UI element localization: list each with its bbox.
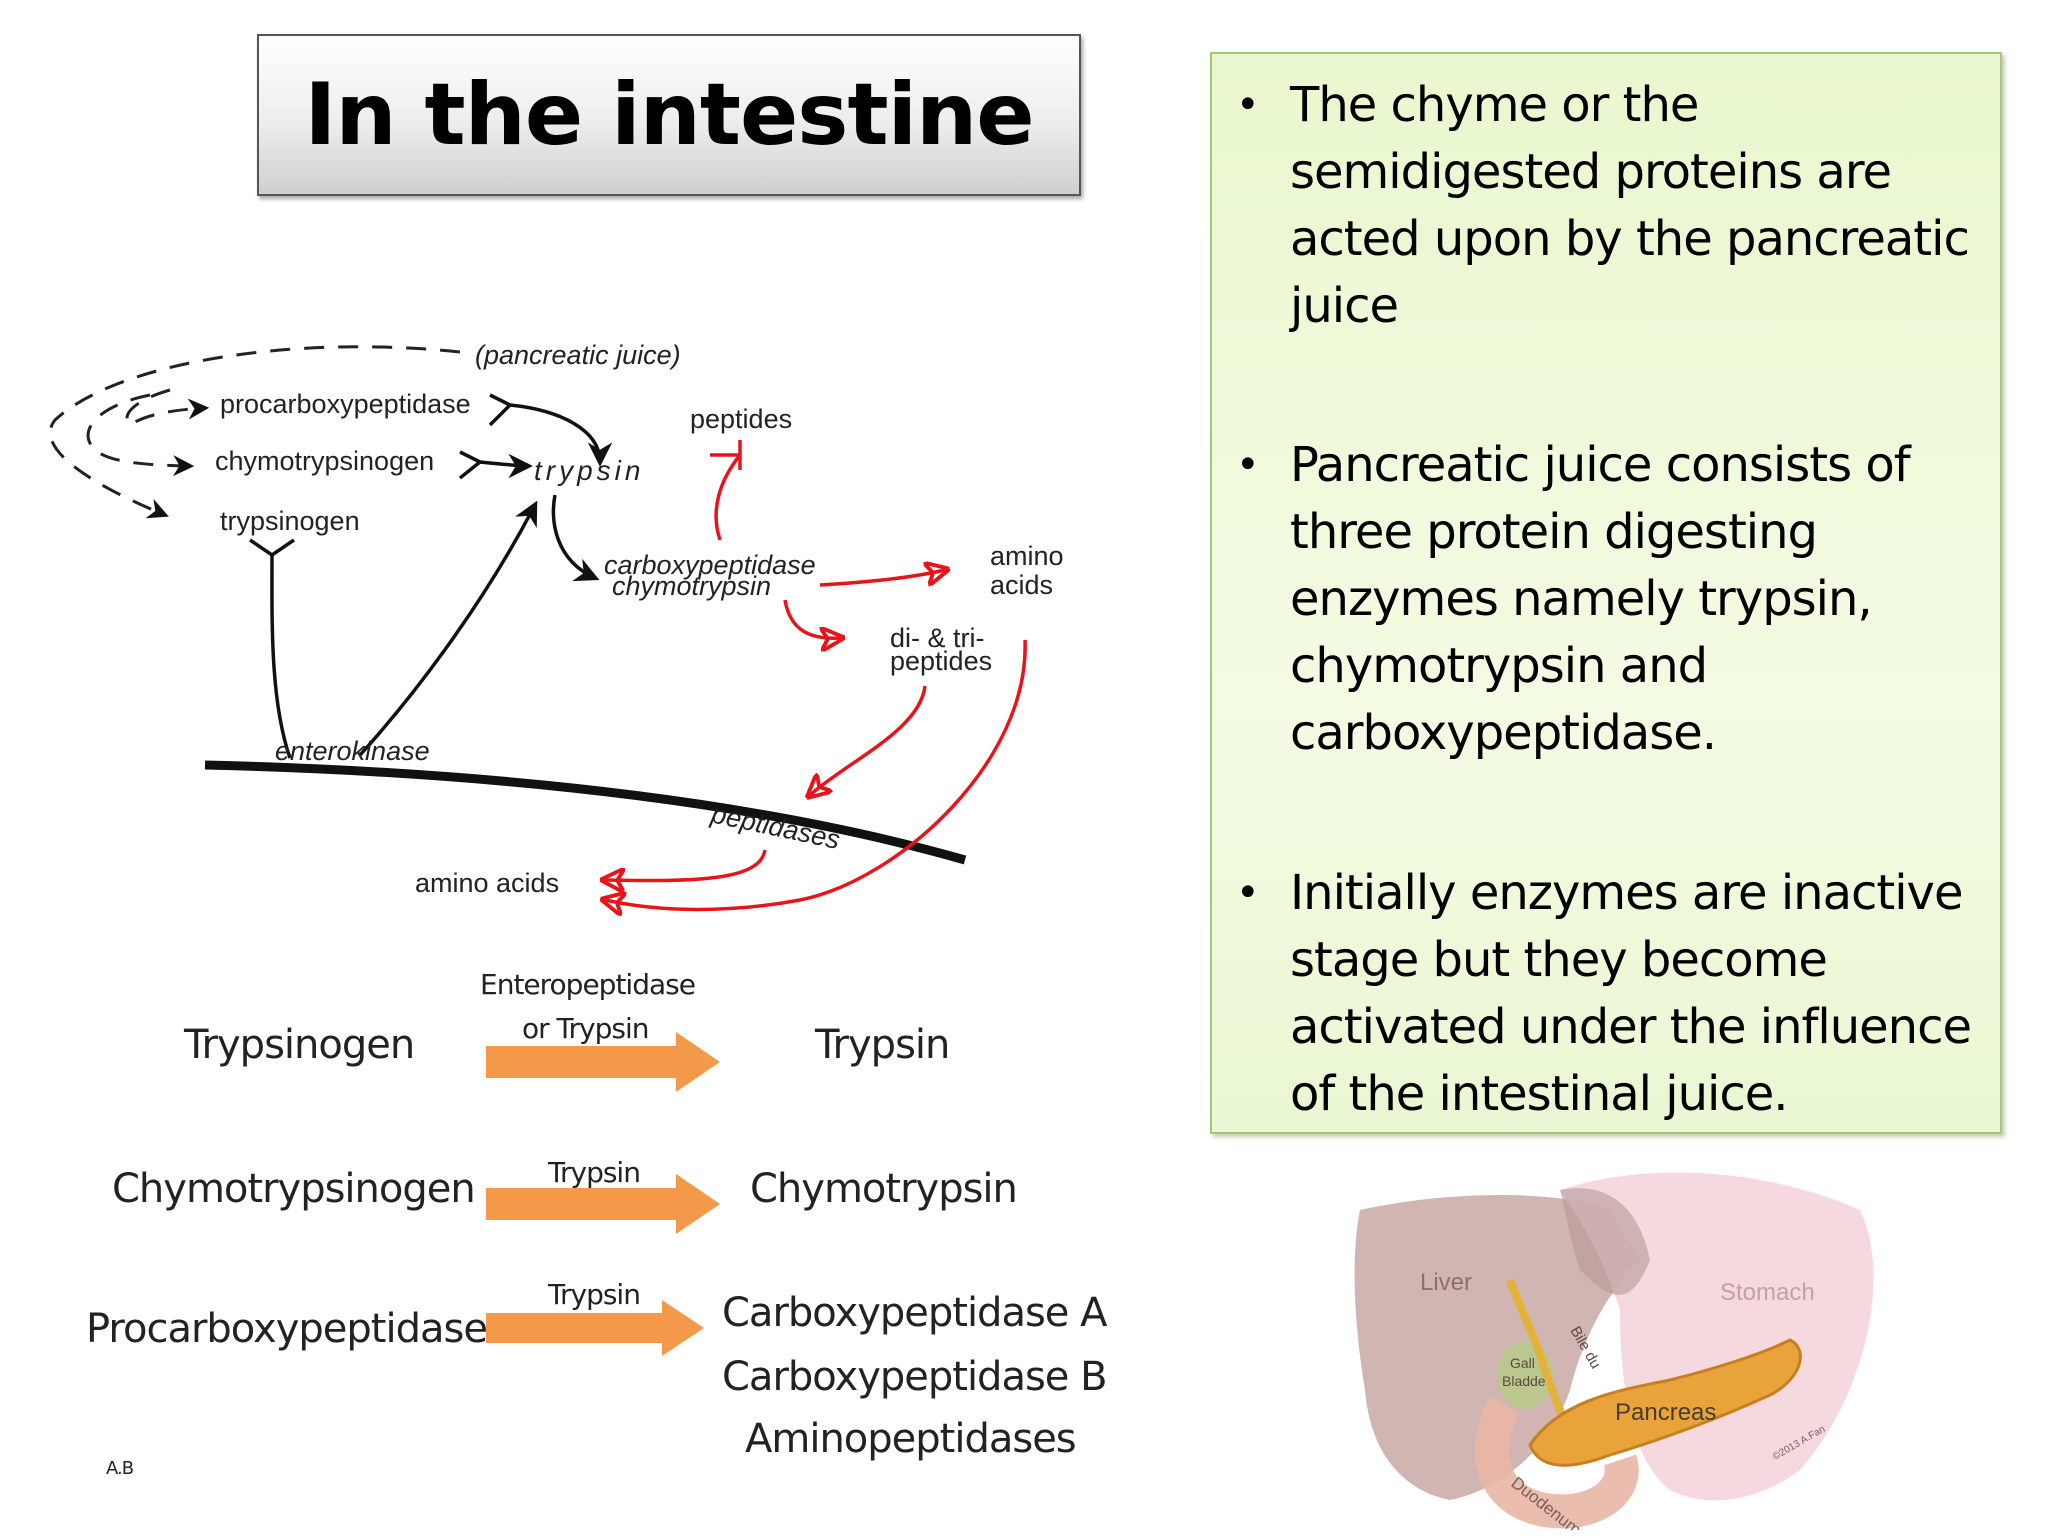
row3-enzyme: Trypsin — [548, 1278, 641, 1311]
organ-overlap-shadow — [1560, 1188, 1650, 1295]
row1-orange-arrow — [486, 1032, 720, 1092]
anatomy-label-gall-2: Bladde — [1502, 1373, 1546, 1389]
liver-shape — [1354, 1195, 1640, 1500]
anatomy-label-liver: Liver — [1420, 1269, 1472, 1296]
bullet-text-3: Initially enzymes are inactive stage but… — [1290, 865, 1972, 1122]
label-trypsinogen: trypsinogen — [220, 506, 360, 536]
label-chymotrypsin: chymotrypsin — [612, 571, 771, 601]
row1-enzyme-line1: Enteropeptidase — [480, 968, 696, 1001]
bullet-text-1: The chyme or the semidigested proteins a… — [1290, 77, 1970, 334]
row3-product-1: Carboxypeptidase A — [722, 1290, 1107, 1336]
label-di-tri: di- & tri- — [890, 623, 985, 653]
anatomy-label-pancreas: Pancreas — [1615, 1399, 1716, 1426]
pancreatic-juice-dashed-arrows — [48, 345, 461, 519]
anatomy-label-stomach: Stomach — [1720, 1279, 1815, 1306]
row3-orange-arrow — [486, 1300, 704, 1356]
bullet-box: • The chyme or the semidigested proteins… — [1210, 52, 2002, 1134]
row3-zymogen: Procarboxypeptidases — [86, 1306, 508, 1352]
digestion-red-arrows — [605, 440, 1027, 909]
label-trypsin: trypsin — [534, 455, 644, 486]
row1-enzyme-line2: or Trypsin — [522, 1012, 649, 1045]
protein-digestion-diagram: (pancreatic juice) procarboxypeptidase c… — [48, 340, 1064, 940]
bullet-text-2: Pancreatic juice consists of three prote… — [1290, 437, 1911, 761]
pancreas-shape — [1528, 1338, 1802, 1467]
slide-title: In the intestine — [304, 65, 1034, 165]
intestine-wall-line — [204, 760, 967, 865]
row2-orange-arrow — [486, 1174, 720, 1234]
bullet-item-1: • The chyme or the semidigested proteins… — [1236, 72, 1976, 340]
bullet-dot-icon: • — [1236, 870, 1260, 916]
duodenum-shape — [1475, 1396, 1639, 1529]
label-procarboxypeptidase: procarboxypeptidase — [220, 389, 471, 419]
row2-active-enzyme: Chymotrypsin — [750, 1166, 1018, 1212]
pancreas-anatomy-illustration: Liver Stomach Bile du Gall Bladde Pancre… — [1354, 1172, 1874, 1530]
label-acids-top: acids — [990, 570, 1053, 600]
bullet-dot-icon: • — [1236, 82, 1260, 128]
label-peptidases: peptidases — [708, 798, 843, 855]
activation-black-arrows — [249, 393, 613, 759]
label-di-tri-peptides: peptides — [890, 646, 992, 676]
row2-zymogen: Chymotrypsinogen — [112, 1166, 476, 1212]
row1-zymogen: Trypsinogen — [184, 1022, 415, 1068]
row2-enzyme: Trypsin — [548, 1156, 641, 1189]
row3-product-2: Carboxypeptidase B — [722, 1354, 1108, 1400]
label-pancreatic-juice: (pancreatic juice) — [475, 340, 681, 370]
author-initials: A.B — [106, 1458, 134, 1479]
label-amino-top: amino — [990, 541, 1064, 571]
row1-active-enzyme: Trypsin — [815, 1022, 950, 1068]
label-peptides: peptides — [690, 404, 792, 434]
bullet-dot-icon: • — [1236, 442, 1260, 488]
label-chymotrypsinogen: chymotrypsinogen — [215, 446, 434, 476]
anatomy-label-gall-1: Gall — [1510, 1355, 1535, 1371]
row3-product-3: Aminopeptidases — [745, 1416, 1077, 1462]
title-box: In the intestine — [257, 34, 1081, 196]
bullet-item-2: • Pancreatic juice consists of three pro… — [1236, 432, 1976, 767]
label-amino-acids-bottom: amino acids — [415, 868, 559, 898]
label-carboxypeptidase: carboxypeptidase — [604, 550, 816, 580]
bullet-item-3: • Initially enzymes are inactive stage b… — [1236, 860, 1976, 1128]
label-enterokinase: enterokinase — [275, 736, 430, 766]
